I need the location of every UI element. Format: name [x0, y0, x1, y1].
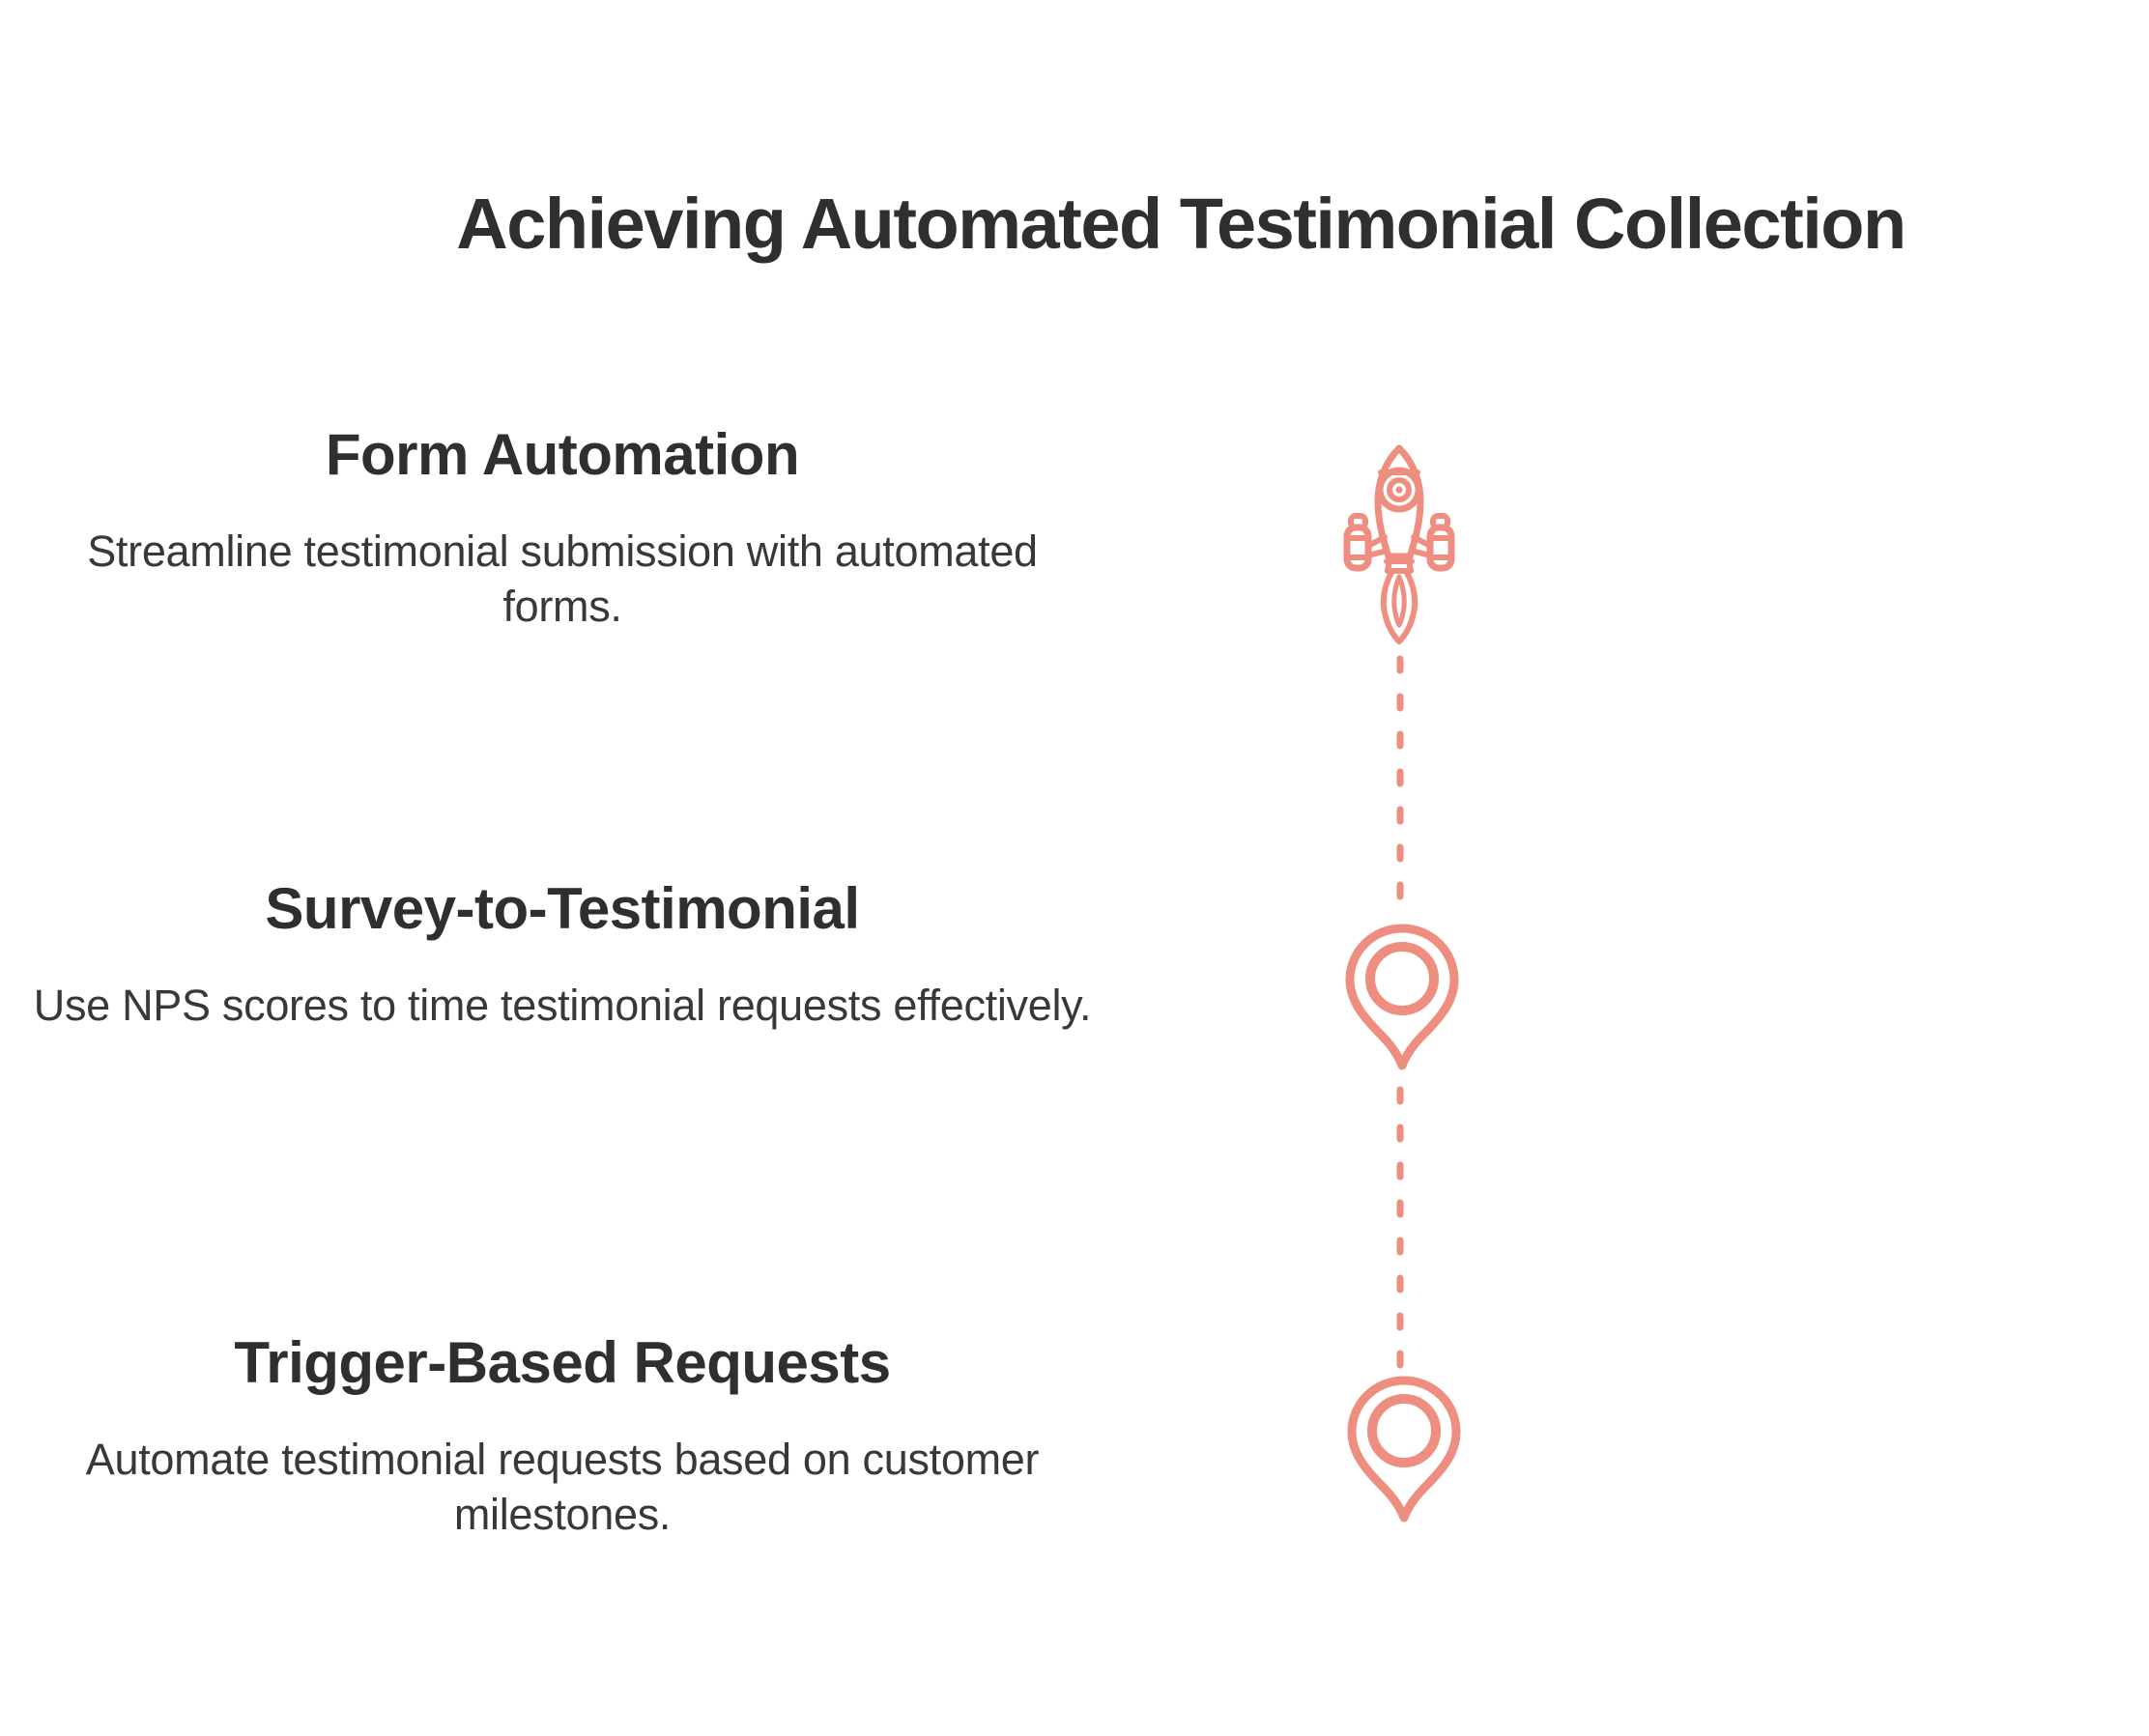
step-trigger-based-requests: Trigger-Based Requests Automate testimon… [31, 1331, 1094, 1542]
step-form-automation: Form Automation Streamline testimonial s… [31, 423, 1094, 634]
step-heading: Form Automation [325, 422, 800, 487]
step-description: Streamline testimonial submission with a… [87, 526, 1038, 632]
dashed-connector [1396, 655, 1404, 920]
step-heading: Survey-to-Testimonial [265, 876, 860, 941]
step-description: Automate testimonial requests based on c… [85, 1435, 1040, 1540]
step-heading: Trigger-Based Requests [234, 1330, 891, 1395]
step-description: Use NPS scores to time testimonial reque… [33, 981, 1092, 1030]
map-pin-icon [1347, 1376, 1461, 1523]
page-title: Achieving Automated Testimonial Collecti… [456, 183, 1906, 264]
rocket-icon [1343, 444, 1455, 644]
step-survey-to-testimonial: Survey-to-Testimonial Use NPS scores to … [31, 877, 1094, 1033]
map-pin-icon [1345, 924, 1459, 1070]
dashed-connector [1396, 1086, 1404, 1374]
